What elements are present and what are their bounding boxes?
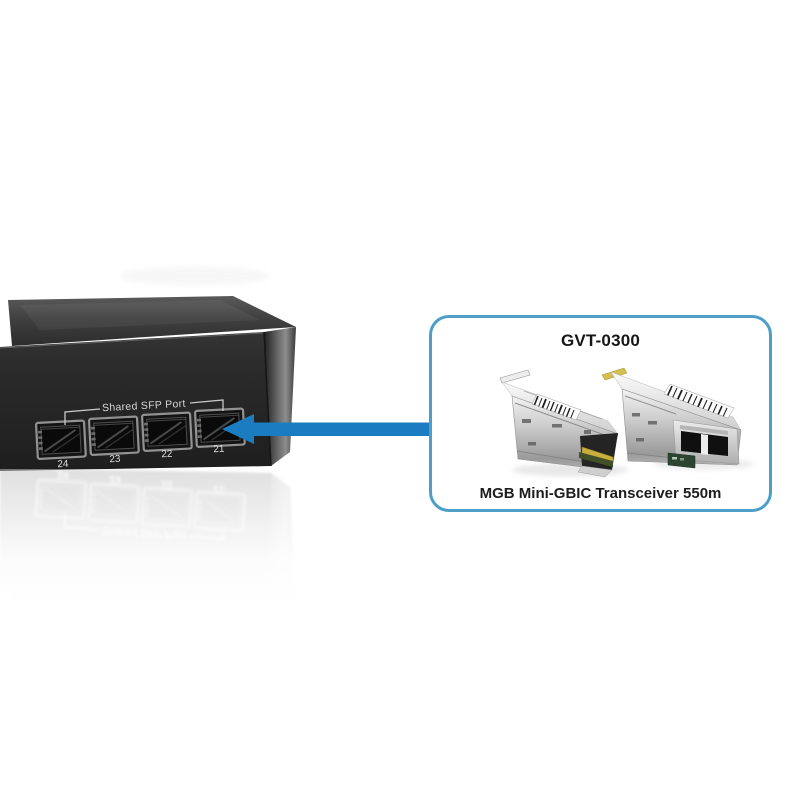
switch-chassis: Shared SFP Port 24 23 22 21 — [0, 296, 296, 471]
product-model-title: GVT-0300 — [560, 331, 641, 350]
module-stamped-details — [522, 419, 591, 446]
label-bracket-right — [189, 399, 224, 411]
reflection-fade — [0, 469, 340, 679]
switch-top-sheen — [20, 300, 260, 330]
corner-shadow-line — [263, 331, 272, 467]
tab-marking — [680, 458, 684, 461]
module-rear-rail — [499, 369, 531, 384]
sfp-port-cage-24 — [34, 419, 87, 461]
callout-box: GVT-0300 — [429, 315, 772, 512]
sfp-transceiver-left — [499, 369, 619, 478]
port-number-label-24: 24 — [57, 459, 69, 471]
tab-marking — [672, 457, 677, 460]
connector-divider — [701, 434, 708, 455]
sfp-port-cage-22 — [140, 411, 193, 453]
sfp-transceiver-right — [601, 367, 742, 469]
transceiver-illustration — [499, 367, 754, 478]
module-bottom-lip — [577, 465, 613, 478]
photo-artifact — [120, 267, 270, 285]
module-stamped-details — [632, 413, 657, 442]
connection-arrow — [222, 414, 434, 444]
port-number-label-23: 23 — [109, 454, 121, 466]
label-bracket-left — [64, 408, 101, 425]
pcb-green-edge — [579, 452, 613, 467]
sfp-port-cage-23 — [87, 415, 140, 457]
port-number-label-21: 21 — [213, 444, 225, 456]
bezel-edge-line — [0, 332, 265, 349]
switch-top-panel — [8, 296, 296, 346]
front-latch-bar — [680, 425, 728, 435]
product-caption: MGB Mini-GBIC Transceiver 550m — [479, 485, 722, 502]
shared-sfp-port-label: Shared SFP Port — [102, 398, 186, 414]
port-number-label-22: 22 — [161, 449, 173, 461]
